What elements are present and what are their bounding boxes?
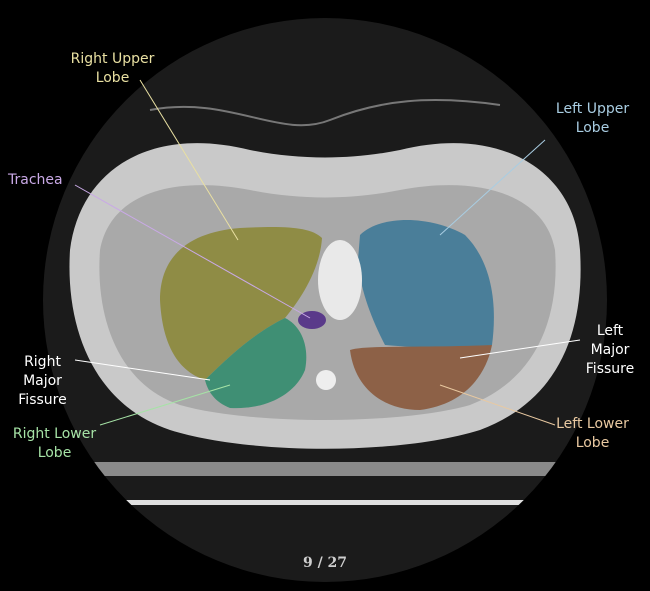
scanner-table-rail	[90, 500, 560, 505]
leader-line-right-lower-lobe	[99, 384, 231, 426]
leader-line-right-major-fissure	[74, 359, 211, 381]
right-lower-lobe-region	[205, 318, 307, 409]
leader-line-left-upper-lobe	[439, 139, 546, 236]
left-lower-lobe-region	[350, 345, 492, 410]
leader-line-trachea	[74, 184, 311, 319]
label-trachea: Trachea	[8, 172, 63, 188]
left-upper-lobe-region	[358, 220, 494, 349]
slice-counter: 9 / 27	[302, 555, 348, 571]
spine	[316, 370, 336, 390]
mediastinum	[318, 240, 362, 320]
right-upper-lobe-region	[160, 227, 322, 380]
leader-line-left-lower-lobe	[439, 384, 556, 426]
label-left-major-fissure: Left Major Fissure	[585, 323, 635, 377]
leader-line-right-upper-lobe	[139, 79, 239, 241]
leader-line-left-major-fissure	[459, 339, 581, 359]
label-right-lower-lobe: Right Lower Lobe	[12, 426, 97, 461]
scanner-table	[60, 462, 590, 476]
label-left-lower-lobe: Left Lower Lobe	[556, 416, 629, 451]
label-right-major-fissure: Right Major Fissure	[18, 354, 67, 408]
label-right-upper-lobe: Right Upper Lobe	[70, 51, 155, 86]
skin-contour	[149, 99, 501, 127]
label-left-upper-lobe: Left Upper Lobe	[555, 101, 630, 136]
